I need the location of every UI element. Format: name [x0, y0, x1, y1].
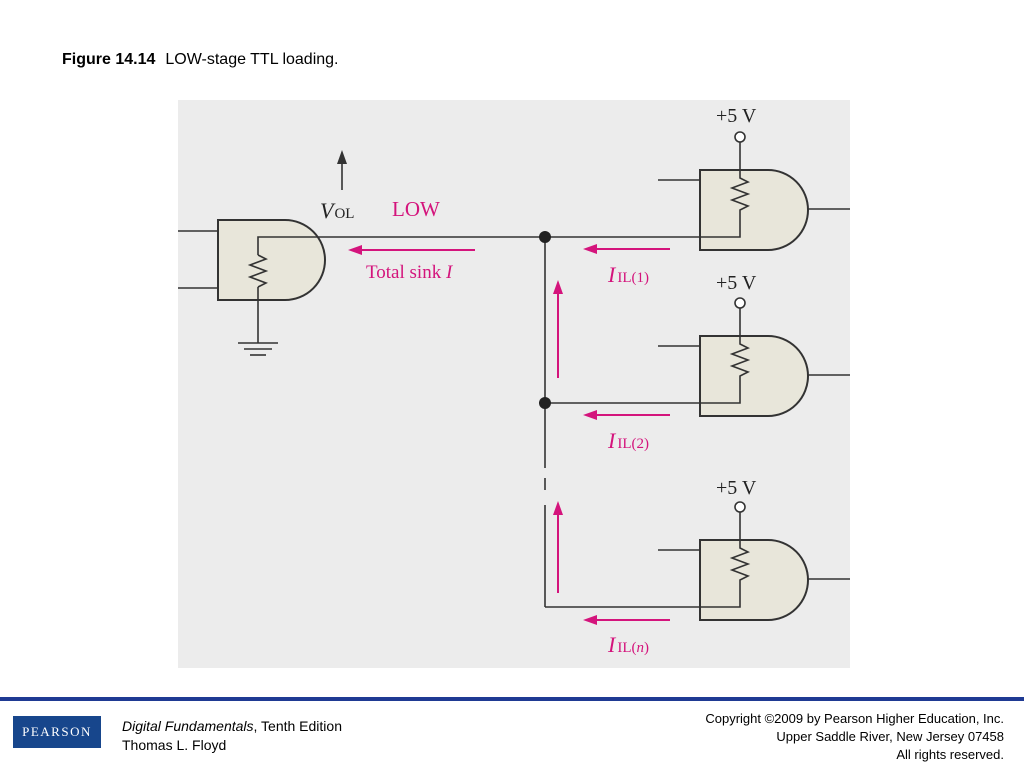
load-gate-n	[658, 501, 850, 621]
figure-number: Figure 14.14	[62, 51, 156, 68]
current-arrow-up-n	[553, 501, 563, 593]
total-sink-label: Total sink I	[366, 262, 454, 283]
supply-label-1: +5 V	[716, 105, 757, 127]
book-title: Digital Fundamentals	[122, 718, 254, 734]
copyright-line: All rights reserved.	[896, 747, 1004, 762]
current-arrow-2	[583, 410, 670, 420]
footer-divider	[0, 697, 1024, 701]
current-arrow-1	[583, 244, 670, 254]
supply-label-2: +5 V	[716, 272, 757, 294]
book-author: Thomas L. Floyd	[122, 737, 227, 753]
vol-label: VOL	[320, 198, 354, 223]
load-gate-2	[658, 297, 850, 417]
book-edition: , Tenth Edition	[253, 718, 342, 734]
copyright-line: Upper Saddle River, New Jersey 07458	[776, 729, 1004, 744]
figure-caption: Figure 14.14 LOW-stage TTL loading.	[62, 51, 339, 69]
copyright-notice: Copyright ©2009 by Pearson Higher Educat…	[705, 710, 1004, 764]
pearson-logo: PEARSON	[13, 716, 101, 748]
book-credit: Digital Fundamentals, Tenth Edition Thom…	[122, 717, 342, 755]
ground-icon	[238, 342, 278, 356]
supply-label-n: +5 V	[716, 477, 757, 499]
junction-dot	[539, 397, 551, 409]
current-arrow-up-1	[553, 280, 563, 378]
junction-dot	[539, 231, 551, 243]
load-gate-1	[658, 131, 850, 251]
driver-gate	[178, 219, 545, 343]
total-sink-arrow	[348, 245, 475, 255]
copyright-line: Copyright ©2009 by Pearson Higher Educat…	[705, 711, 1004, 726]
low-label: LOW	[392, 197, 440, 221]
figure-title: LOW-stage TTL loading.	[165, 51, 339, 68]
vol-arrow	[337, 150, 347, 190]
current-arrow-n	[583, 615, 670, 625]
